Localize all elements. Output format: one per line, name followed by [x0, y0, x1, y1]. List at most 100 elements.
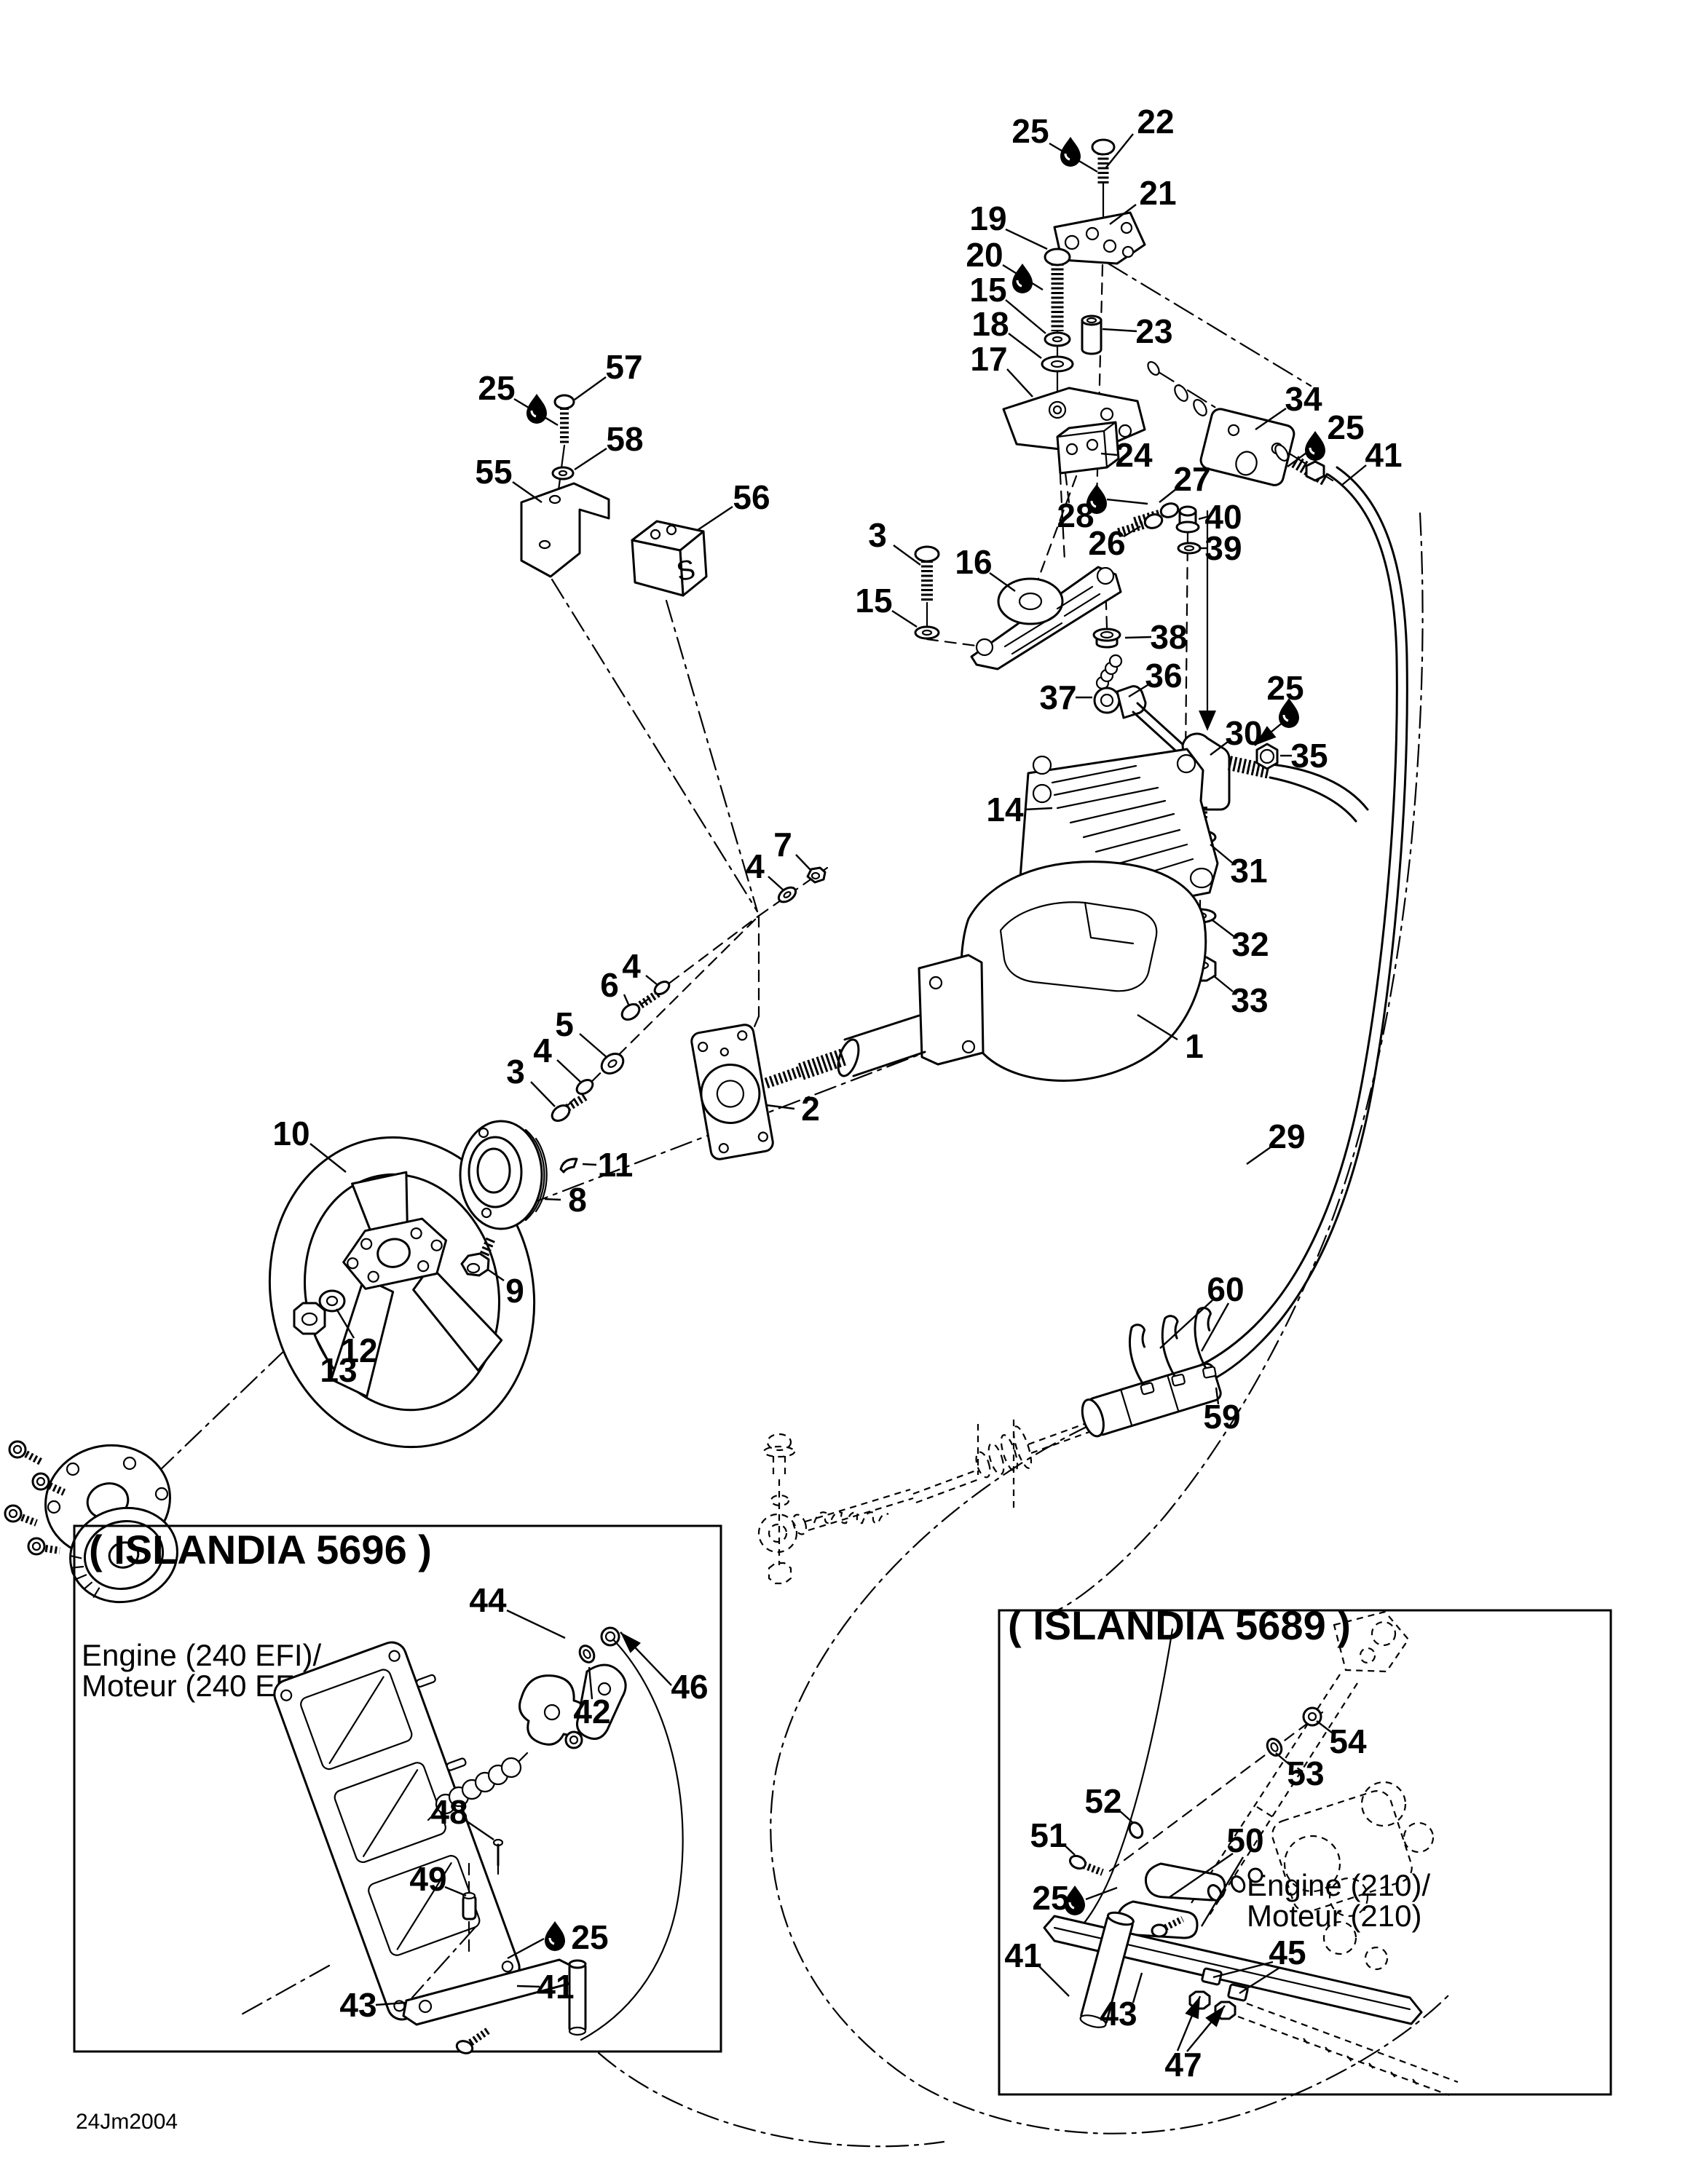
throttle-cable-curve [580, 1638, 684, 2041]
leader-line [574, 376, 607, 400]
part-number-label: 27 [1173, 460, 1210, 498]
clamp-axis [1108, 1711, 1324, 1872]
leader-line [530, 1081, 556, 1107]
leader-line [1124, 636, 1152, 639]
callout-16: 16 [955, 543, 1016, 592]
leader-arrowhead [1205, 2006, 1225, 2027]
part-number-label: 26 [1088, 524, 1125, 562]
part-43-bracket-left [402, 1958, 577, 2054]
leader-line [1246, 1146, 1272, 1165]
section-islandia-5689: ( ISLANDIA 5689 ) Engine (210)/ Moteur (… [998, 1602, 1612, 2097]
callout-25: 25 [1287, 408, 1365, 467]
callout-19: 19 [969, 199, 1048, 250]
callout-41: 41 [1004, 1936, 1070, 1997]
part-55-bracket [520, 482, 610, 578]
part-number-label: 43 [339, 1986, 376, 2024]
part-number-label: 44 [469, 1581, 507, 1619]
section-title-5696: ( ISLANDIA 5696 ) [89, 1527, 432, 1572]
part-number-label: 46 [671, 1668, 708, 1706]
part-number-label: 41 [1004, 1936, 1041, 1974]
leader-line [1212, 1961, 1274, 1979]
section-border [73, 1524, 722, 2053]
callout-59: 59 [1203, 1387, 1241, 1436]
part-number-label: 51 [1030, 1816, 1067, 1854]
part-53-washer [1266, 1738, 1283, 1757]
part-9-bolt [460, 1237, 495, 1277]
leader-line [1210, 844, 1233, 863]
part-number-label: 25 [1327, 408, 1364, 446]
callout-11: 11 [582, 1146, 633, 1184]
leader-line [697, 506, 733, 531]
leader-line [544, 1198, 561, 1201]
part-number-label: 32 [1231, 925, 1269, 963]
leader-line [891, 609, 918, 628]
part-36-37-rod-end [1093, 654, 1187, 757]
callout-3: 3 [506, 1053, 556, 1107]
lubricant-droplet-icon [1012, 264, 1033, 293]
callout-27: 27 [1159, 460, 1211, 503]
part-number-label: 7 [773, 826, 792, 863]
leader-line [768, 876, 784, 890]
callout-33: 33 [1212, 975, 1269, 1019]
leader-line [1198, 515, 1207, 521]
leader-arrowhead [1255, 726, 1277, 745]
callout-25: 25 [478, 369, 559, 427]
callout-22: 22 [1105, 103, 1175, 168]
leader-line [1275, 1752, 1290, 1765]
part-number-label: 22 [1137, 103, 1174, 141]
part-24-clamp-block [1056, 421, 1120, 475]
down-arrow [1199, 711, 1216, 731]
part-number-label: 30 [1225, 714, 1262, 752]
cable-into-box [1069, 1628, 1174, 1939]
part-number-label: 41 [537, 1968, 574, 2006]
callout-1: 1 [1137, 1013, 1204, 1065]
part-number-label: 59 [1203, 1398, 1240, 1436]
callout-23: 23 [1102, 312, 1173, 350]
part-number-label: 49 [409, 1860, 446, 1898]
drawing-code: 24Jm2004 [76, 2110, 178, 2134]
callout-42: 42 [573, 1666, 611, 1730]
callout-34: 34 [1255, 380, 1322, 430]
callout-12: 12 [335, 1308, 378, 1369]
callout-15: 15 [855, 582, 918, 628]
part-number-label: 12 [340, 1332, 377, 1369]
leader-line [1128, 684, 1148, 698]
leader-line [645, 975, 658, 986]
part-number-label: 50 [1226, 1821, 1263, 1859]
leader-line [1169, 1853, 1234, 1898]
lubricant-droplet-icon [1086, 484, 1107, 514]
part-1-steering-housing [960, 860, 1207, 1082]
section-title-5689: ( ISLANDIA 5689 ) [1008, 1602, 1351, 1648]
part-number-label: 38 [1150, 618, 1187, 656]
leader-line [313, 1334, 328, 1359]
part-number-label: 53 [1287, 1754, 1324, 1792]
leader-line [765, 1104, 795, 1110]
lubricant-droplet-icon [1065, 1886, 1085, 1915]
leader-line [335, 1308, 355, 1339]
leader-arrowhead [1185, 1996, 1200, 2019]
callout-9: 9 [487, 1269, 524, 1310]
leader-line [1119, 1810, 1134, 1824]
leader-line [1200, 1302, 1230, 1352]
leader-line [556, 1059, 581, 1083]
callout-14: 14 [986, 791, 1053, 828]
callout-31: 31 [1210, 844, 1268, 890]
callout-51: 51 [1030, 1816, 1076, 1856]
lubricant-droplet-icon [545, 1921, 565, 1951]
wheel-hub-cap [69, 1506, 178, 1604]
engine-label-240-efi-en: Engine (240 EFI)/ [82, 1638, 322, 1672]
part-number-label: 56 [733, 478, 770, 516]
part-number-label: 42 [573, 1693, 610, 1730]
part-15-washer [1044, 331, 1071, 347]
part-23-spacer [1081, 314, 1103, 355]
part-49-pin [462, 1862, 477, 1958]
throttle-spring [427, 1752, 529, 1821]
leader-line [444, 1886, 467, 1897]
part-19-bolt [1044, 248, 1071, 400]
part-number-label: 4 [533, 1032, 552, 1069]
callout-41: 41 [516, 1968, 575, 2006]
part-number-label: 3 [506, 1053, 525, 1091]
part-number-label: 60 [1207, 1270, 1244, 1308]
phantom-tie-rod-assembly [757, 1415, 1104, 1585]
